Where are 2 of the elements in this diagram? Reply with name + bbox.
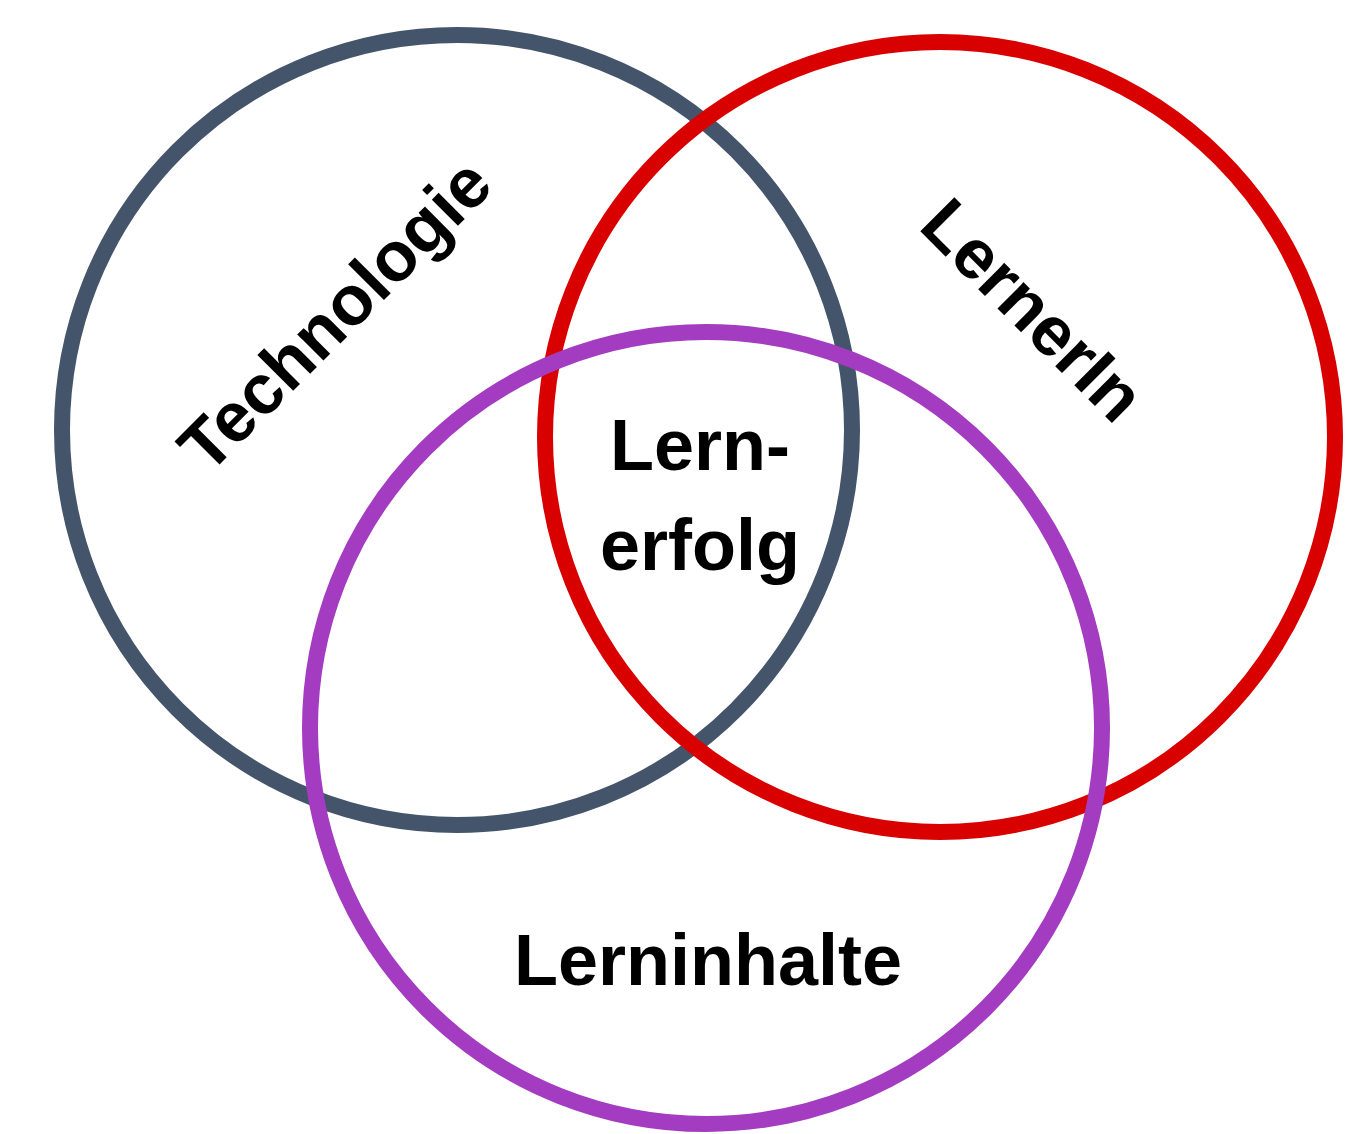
center-label: Lern- erfolg (599, 404, 801, 587)
circle-label: Lerninhalte (513, 924, 903, 996)
